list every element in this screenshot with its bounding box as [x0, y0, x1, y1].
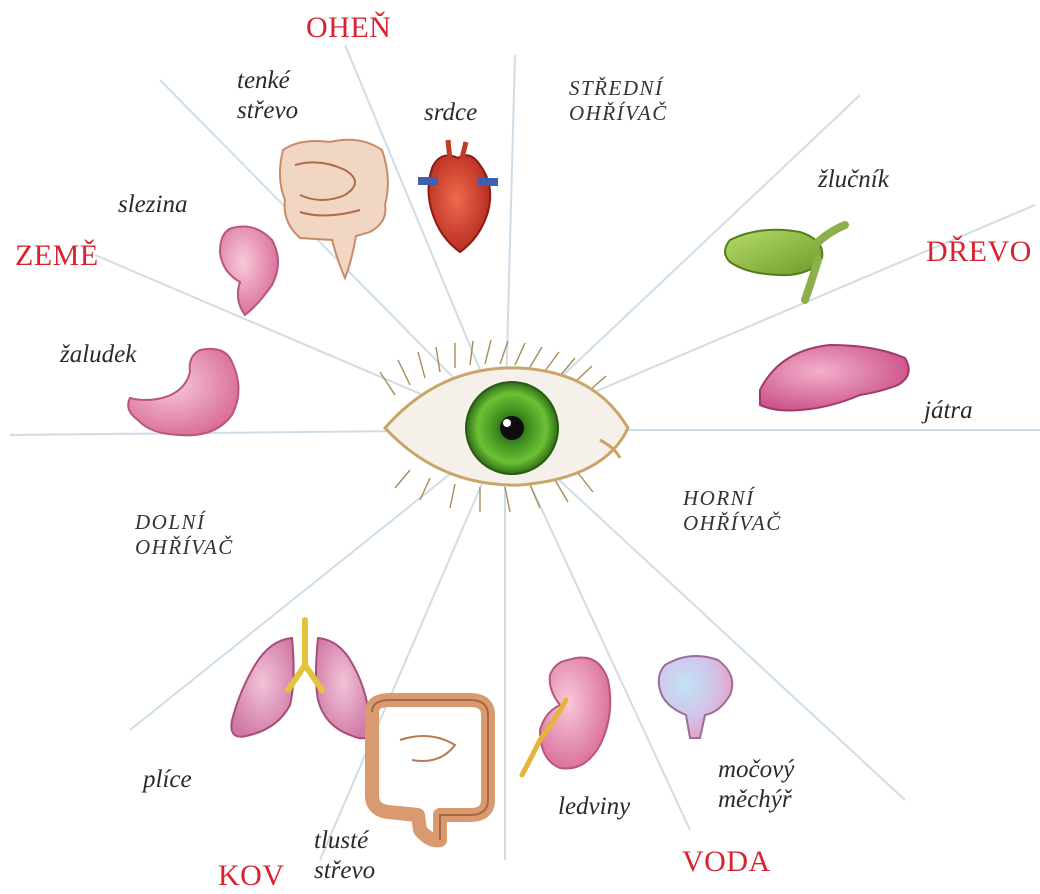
organ-label-small-intestine-line2: střevo — [237, 96, 298, 126]
organ-label-bladder: močový měchýř — [718, 755, 794, 815]
kidney-illustration — [522, 658, 610, 776]
element-label-earth: ZEMĚ — [15, 238, 99, 274]
organ-label-small-intestine-line1: tenké — [237, 66, 298, 96]
organ-label-gallbladder: žlučník — [818, 165, 889, 195]
element-label-water: VODA — [682, 844, 771, 880]
spleen-illustration — [220, 227, 278, 316]
organ-label-stomach: žaludek — [60, 340, 136, 370]
heater-label-lower-line2: OHŘÍVAČ — [135, 535, 234, 560]
organ-label-large-intestine-line2: střevo — [314, 856, 375, 886]
eye-illustration — [380, 340, 628, 512]
heater-label-upper: HORNÍ OHŘÍVAČ — [683, 486, 782, 536]
heater-label-lower: DOLNÍ OHŘÍVAČ — [135, 510, 234, 560]
lungs-illustration — [231, 620, 370, 738]
organ-label-bladder-line2: měchýř — [718, 785, 794, 815]
heater-label-upper-line1: HORNÍ — [683, 486, 782, 511]
element-label-wood: DŘEVO — [926, 234, 1032, 270]
organ-label-liver: játra — [924, 396, 973, 426]
heater-label-middle: STŘEDNÍ OHŘÍVAČ — [569, 76, 668, 126]
organ-label-small-intestine: tenké střevo — [237, 66, 298, 126]
liver-illustration — [760, 345, 909, 410]
stomach-illustration — [128, 349, 238, 435]
organ-label-lungs: plíce — [143, 765, 192, 795]
organ-label-bladder-line1: močový — [718, 755, 794, 785]
organ-label-large-intestine-line1: tlusté — [314, 826, 375, 856]
organ-label-spleen: slezina — [118, 190, 187, 220]
heater-label-middle-line1: STŘEDNÍ — [569, 76, 668, 101]
organ-label-large-intestine: tlusté střevo — [314, 826, 375, 886]
heater-label-middle-line2: OHŘÍVAČ — [569, 101, 668, 126]
bladder-illustration — [659, 656, 733, 738]
organ-label-heart: srdce — [424, 98, 477, 128]
heater-label-lower-line1: DOLNÍ — [135, 510, 234, 535]
organ-label-kidneys: ledviny — [558, 792, 630, 822]
large-intestine-illustration — [372, 700, 488, 840]
gallbladder-illustration — [725, 225, 845, 300]
element-label-metal: KOV — [218, 858, 285, 894]
heart-illustration — [418, 140, 498, 252]
heater-label-upper-line2: OHŘÍVAČ — [683, 511, 782, 536]
element-label-fire: OHEŇ — [306, 10, 391, 46]
